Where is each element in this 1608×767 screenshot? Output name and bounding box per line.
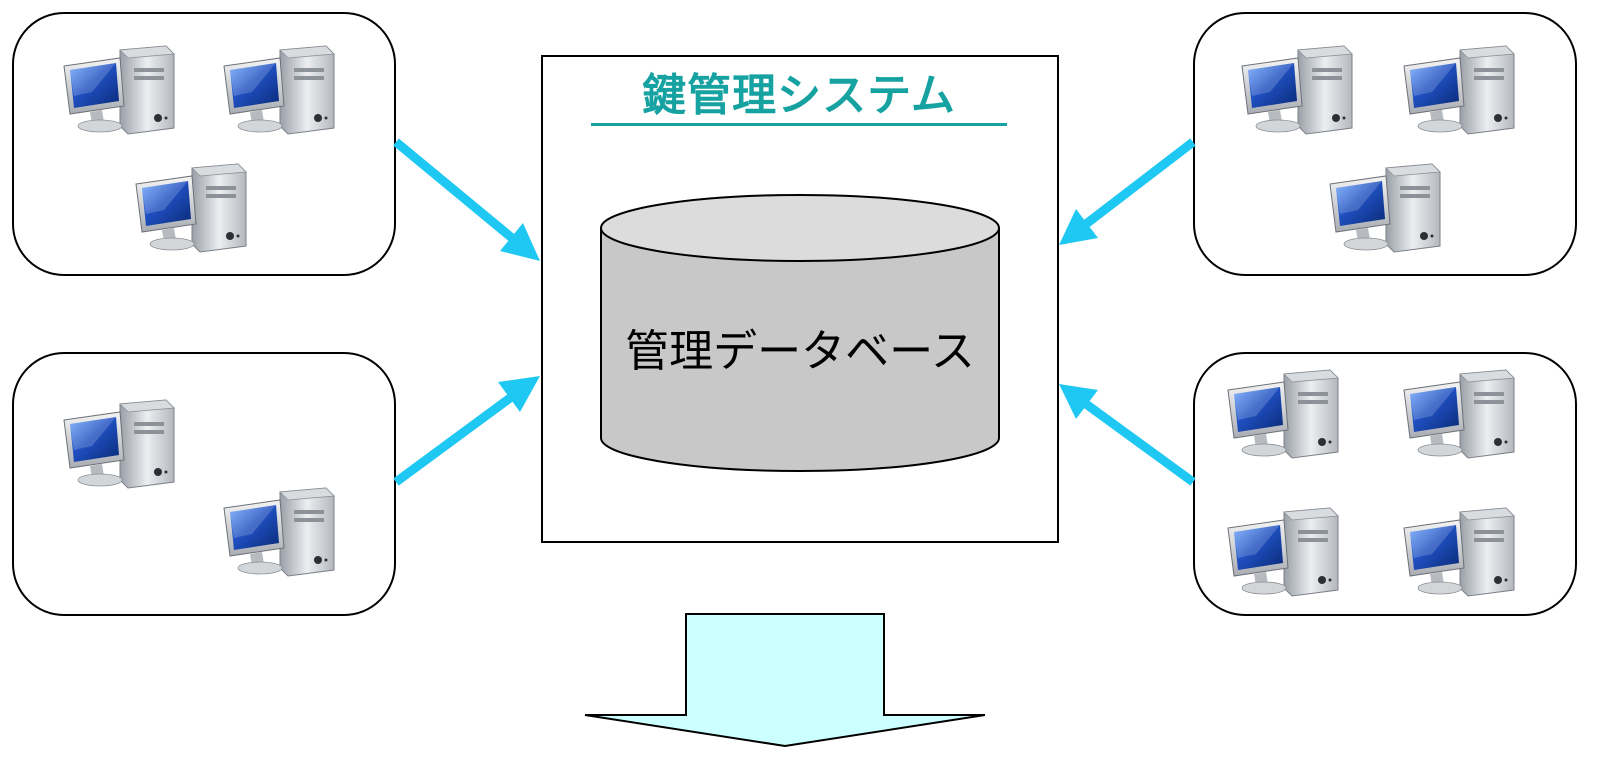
connection-arrow-bottom-right xyxy=(1059,384,1196,486)
connection-arrow-bottom-left xyxy=(393,376,540,486)
connection-arrow-top-left xyxy=(393,138,540,261)
connection-arrow-top-right xyxy=(1059,138,1196,245)
client-group-bottom-left xyxy=(12,352,396,616)
database-cylinder-icon xyxy=(600,194,1000,472)
system-title: 鍵管理システム xyxy=(591,66,1007,126)
database-label: 管理データベース xyxy=(625,326,975,377)
output-arrow xyxy=(584,613,986,748)
